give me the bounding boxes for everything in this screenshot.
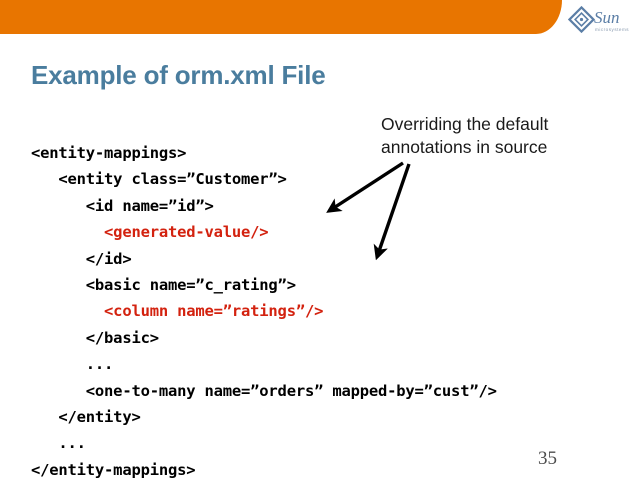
code-line: </basic> — [31, 328, 159, 347]
page-number: 35 — [538, 448, 557, 469]
code-line: <entity class=”Customer”> — [31, 170, 287, 189]
code-line: </entity-mappings> — [31, 460, 196, 479]
page-title: Example of orm.xml File — [31, 60, 326, 90]
code-line: <column name=”ratings”/> — [31, 302, 324, 321]
code-line: <id name=”id”> — [31, 196, 214, 215]
code-line: <entity-mappings> — [31, 144, 187, 162]
code-line: ... — [31, 355, 114, 374]
code-line: </entity> — [31, 408, 141, 427]
callout-note-line-1: Overriding the default — [381, 114, 549, 134]
code-line: <basic name=”c_rating”> — [31, 276, 296, 295]
sun-microsystems-logo-icon: Sun microsystems — [568, 5, 634, 37]
svg-text:microsystems: microsystems — [595, 27, 629, 32]
slide-header: Sun microsystems — [0, 0, 638, 40]
code-block: <entity-mappings> <entity class=”Custome… — [31, 140, 497, 483]
header-orange-band — [0, 0, 562, 34]
callout-note: Overriding the default annotations in so… — [381, 113, 611, 159]
code-line: ... — [31, 434, 86, 453]
code-line: </id> — [31, 249, 132, 268]
code-line: <generated-value/> — [31, 223, 269, 242]
svg-text:Sun: Sun — [594, 8, 620, 27]
code-line: <one-to-many name=”orders” mapped-by=”cu… — [31, 381, 497, 400]
callout-note-line-2: annotations in source — [381, 137, 548, 157]
